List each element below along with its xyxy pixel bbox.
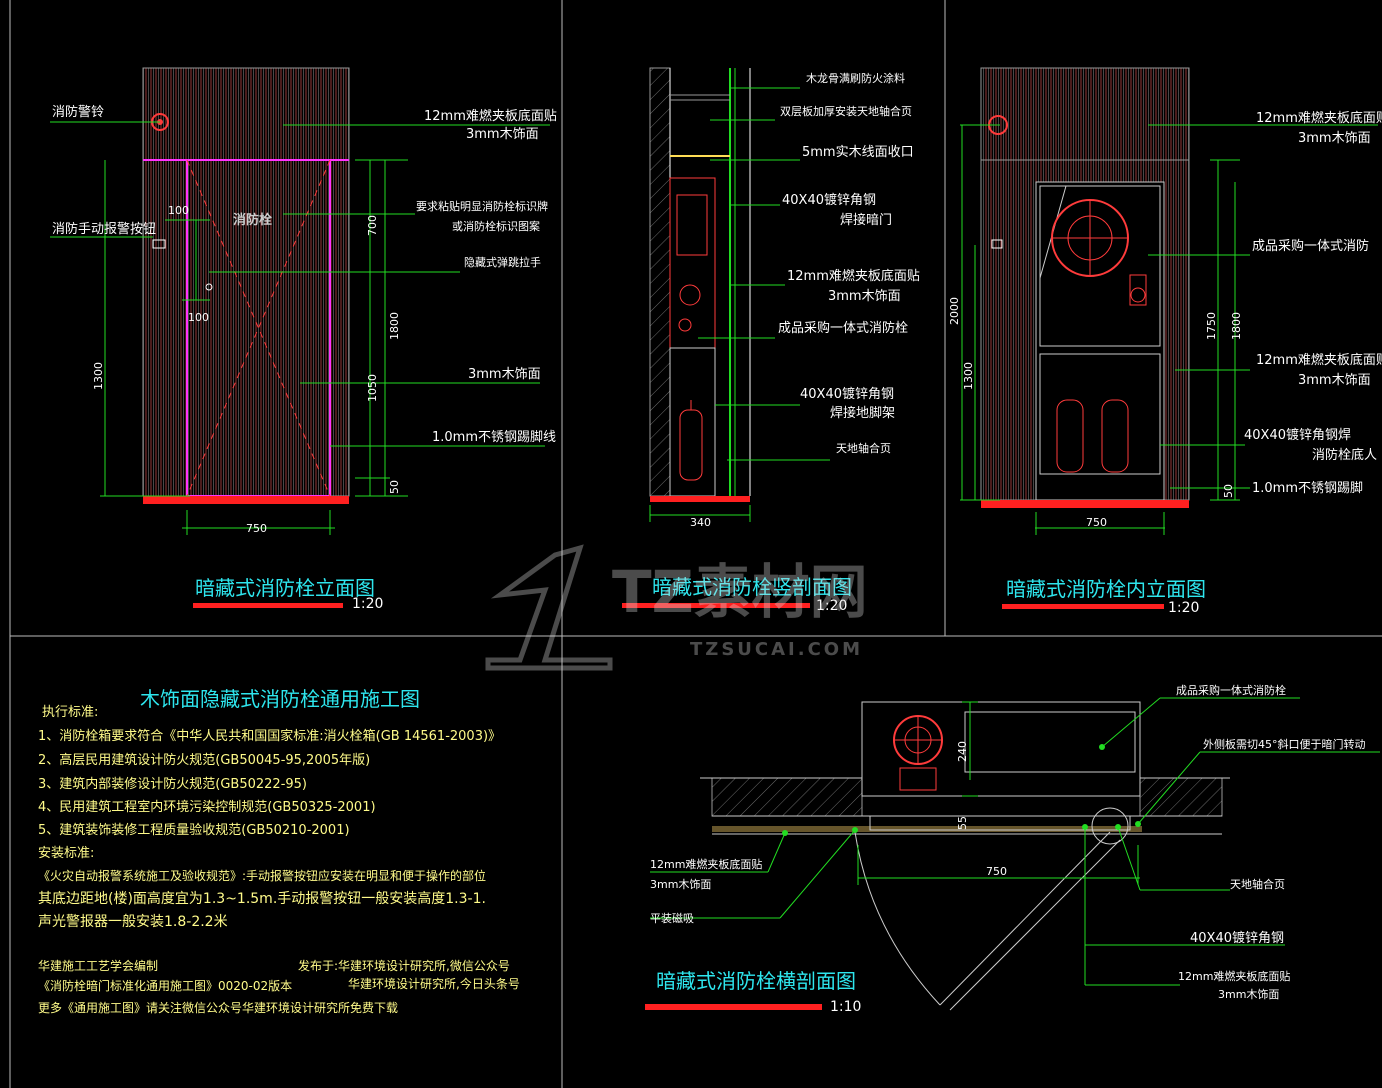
hs-dim-55: 55 (956, 816, 969, 830)
credit-3: 《消防栓暗门标准化通用施工图》0020-02版本 (38, 978, 292, 993)
exec-header: 执行标准: (42, 705, 98, 720)
ie-label-2: 成品采购一体式消防 (1252, 238, 1369, 254)
inner-elevation-scale: 1:20 (1168, 600, 1199, 616)
dim-700: 700 (366, 215, 379, 236)
elevation-title: 暗藏式消防栓立面图 (195, 576, 375, 600)
dim-750: 750 (246, 522, 267, 535)
vs-label-5b: 3mm木饰面 (828, 289, 901, 304)
ie-dim-750: 750 (1086, 516, 1107, 529)
sign-requirement-2: 或消防栓标识图案 (452, 219, 540, 233)
elevation-scale: 1:20 (352, 596, 383, 612)
ie-dim-50: 50 (1222, 484, 1235, 498)
hs-label-3b: 3mm木饰面 (650, 877, 711, 891)
hidden-handle-label: 隐藏式弹跳拉手 (464, 255, 541, 269)
vertical-section-panel: 木龙骨满刷防火涂料 双层板加厚安装天地轴合页 5mm实木线面收口 40X40镀锌… (622, 67, 920, 614)
panel-borders (9, 0, 1382, 1088)
dim-1050: 1050 (366, 374, 379, 402)
hs-dim-750: 750 (986, 865, 1007, 878)
credit-4: 华建环境设计研究所,今日头条号 (348, 976, 520, 991)
veneer-3-label: 3mm木饰面 (466, 127, 539, 142)
ie-dim-1750: 1750 (1205, 312, 1218, 340)
ie-dim-1800: 1800 (1230, 312, 1243, 340)
install-line-3: 声光警报器一般安装1.8-2.2米 (38, 914, 228, 930)
vs-label-7a: 40X40镀锌角钢 (800, 386, 894, 402)
ie-dim-2000: 2000 (948, 297, 961, 325)
vs-label-2: 双层板加厚安装天地轴合页 (780, 104, 912, 118)
manual-alarm-label: 消防手动报警按钮 (52, 221, 156, 237)
watermark: TZ素材网 TZSUCAI.COM (485, 544, 868, 671)
vs-dim-340: 340 (690, 516, 711, 529)
vs-label-5a: 12mm难燃夹板底面贴 (787, 268, 920, 284)
vs-label-4b: 焊接暗门 (840, 212, 892, 228)
dim-100-b: 100 (188, 311, 209, 324)
hs-label-6: 40X40镀锌角钢 (1190, 930, 1284, 946)
watermark-url: TZSUCAI.COM (690, 639, 863, 660)
ie-label-5: 1.0mm不锈钢踢脚 (1252, 480, 1363, 496)
inner-elevation-panel: 12mm难燃夹板底面贴 3mm木饰面 成品采购一体式消防 12mm难燃夹板底面贴… (948, 67, 1382, 616)
veneer-12-label: 12mm难燃夹板底面贴 (424, 108, 557, 124)
notes-panel: 木饰面隐藏式消防栓通用施工图 执行标准: 1、消防栓箱要求符合《中华人民共和国国… (38, 687, 520, 1015)
vertical-section-title: 暗藏式消防栓竖剖面图 (652, 575, 852, 599)
standard-1: 1、消防栓箱要求符合《中华人民共和国国家标准:消火栓箱(GB 14561-200… (38, 728, 501, 744)
vs-label-8: 天地轴合页 (836, 441, 891, 455)
hs-label-3a: 12mm难燃夹板底面贴 (650, 857, 762, 871)
hs-label-7b: 3mm木饰面 (1218, 987, 1279, 1001)
dim-100-a: 100 (168, 204, 189, 217)
alarm-bell-label: 消防警铃 (52, 104, 104, 120)
ie-label-3b: 3mm木饰面 (1298, 373, 1371, 388)
vs-label-7b: 焊接地脚架 (830, 405, 895, 421)
ie-dim-1300: 1300 (962, 362, 975, 390)
horizontal-section-panel: 成品采购一体式消防栓 外侧板需切45°斜口便于暗门转动 12mm难燃夹板底面贴 … (645, 683, 1380, 1015)
elevation-panel: 消防警铃 消防手动报警按钮 消防栓 12mm难燃夹板底面贴 3mm木饰面 要求粘… (50, 67, 557, 612)
dim-50: 50 (388, 480, 401, 494)
horizontal-section-title: 暗藏式消防栓横剖面图 (656, 969, 856, 993)
ie-label-1a: 12mm难燃夹板底面贴 (1256, 110, 1382, 126)
hs-label-4: 平装磁吸 (650, 912, 694, 925)
dim-1300: 1300 (92, 362, 105, 390)
dim-1800: 1800 (388, 312, 401, 340)
hs-label-7a: 12mm难燃夹板底面贴 (1178, 969, 1290, 983)
inner-elevation-title: 暗藏式消防栓内立面图 (1006, 577, 1206, 601)
vs-label-3: 5mm实木线面收口 (802, 145, 914, 160)
hs-label-5: 天地轴合页 (1230, 877, 1285, 891)
install-line-1: 《火灾自动报警系统施工及验收规范》:手动报警按钮应安装在明显和便于操作的部位 (38, 868, 486, 883)
install-line-2: 其底边距地(楼)面高度宜为1.3~1.5m.手动报警按钮一般安装高度1.3-1. (38, 890, 486, 907)
credit-1: 华建施工工艺学会编制 (38, 958, 158, 973)
vs-label-1: 木龙骨满刷防火涂料 (806, 71, 905, 85)
notes-title: 木饰面隐藏式消防栓通用施工图 (140, 687, 420, 711)
vs-label-4a: 40X40镀锌角钢 (782, 192, 876, 208)
credit-5: 更多《通用施工图》请关注微信公众号华建环境设计研究所免费下载 (38, 1000, 398, 1015)
credit-2: 发布于:华建环境设计研究所,微信公众号 (298, 958, 510, 973)
standard-3: 3、建筑内部装修设计防火规范(GB50222-95) (38, 776, 307, 792)
sign-requirement-1: 要求粘贴明显消防栓标识牌 (416, 199, 548, 213)
steel-kick-label: 1.0mm不锈钢踢脚线 (432, 429, 556, 445)
vs-label-6: 成品采购一体式消防栓 (778, 320, 908, 336)
ie-label-4b: 消防栓底人 (1312, 447, 1377, 463)
hs-label-2: 外侧板需切45°斜口便于暗门转动 (1203, 737, 1366, 751)
wood-face-label: 3mm木饰面 (468, 367, 541, 382)
hs-label-1: 成品采购一体式消防栓 (1176, 683, 1286, 697)
watermark-logo-icon (485, 544, 613, 671)
install-header: 安装标准: (38, 846, 94, 861)
horizontal-section-scale: 1:10 (830, 999, 861, 1015)
standard-4: 4、民用建筑工程室内环境污染控制规范(GB50325-2001) (38, 799, 376, 815)
ie-label-1b: 3mm木饰面 (1298, 131, 1371, 146)
vertical-section-scale: 1:20 (816, 598, 847, 614)
standard-2: 2、高层民用建筑设计防火规范(GB50045-95,2005年版) (38, 752, 370, 768)
ie-label-3a: 12mm难燃夹板底面贴 (1256, 352, 1382, 368)
watermark-brand: TZ素材网 (612, 558, 868, 626)
ie-label-4a: 40X40镀锌角钢焊 (1244, 427, 1351, 443)
standard-5: 5、建筑装饰装修工程质量验收规范(GB50210-2001) (38, 822, 350, 838)
hs-dim-240: 240 (956, 741, 969, 762)
hydrant-mark-text: 消防栓 (233, 212, 272, 228)
